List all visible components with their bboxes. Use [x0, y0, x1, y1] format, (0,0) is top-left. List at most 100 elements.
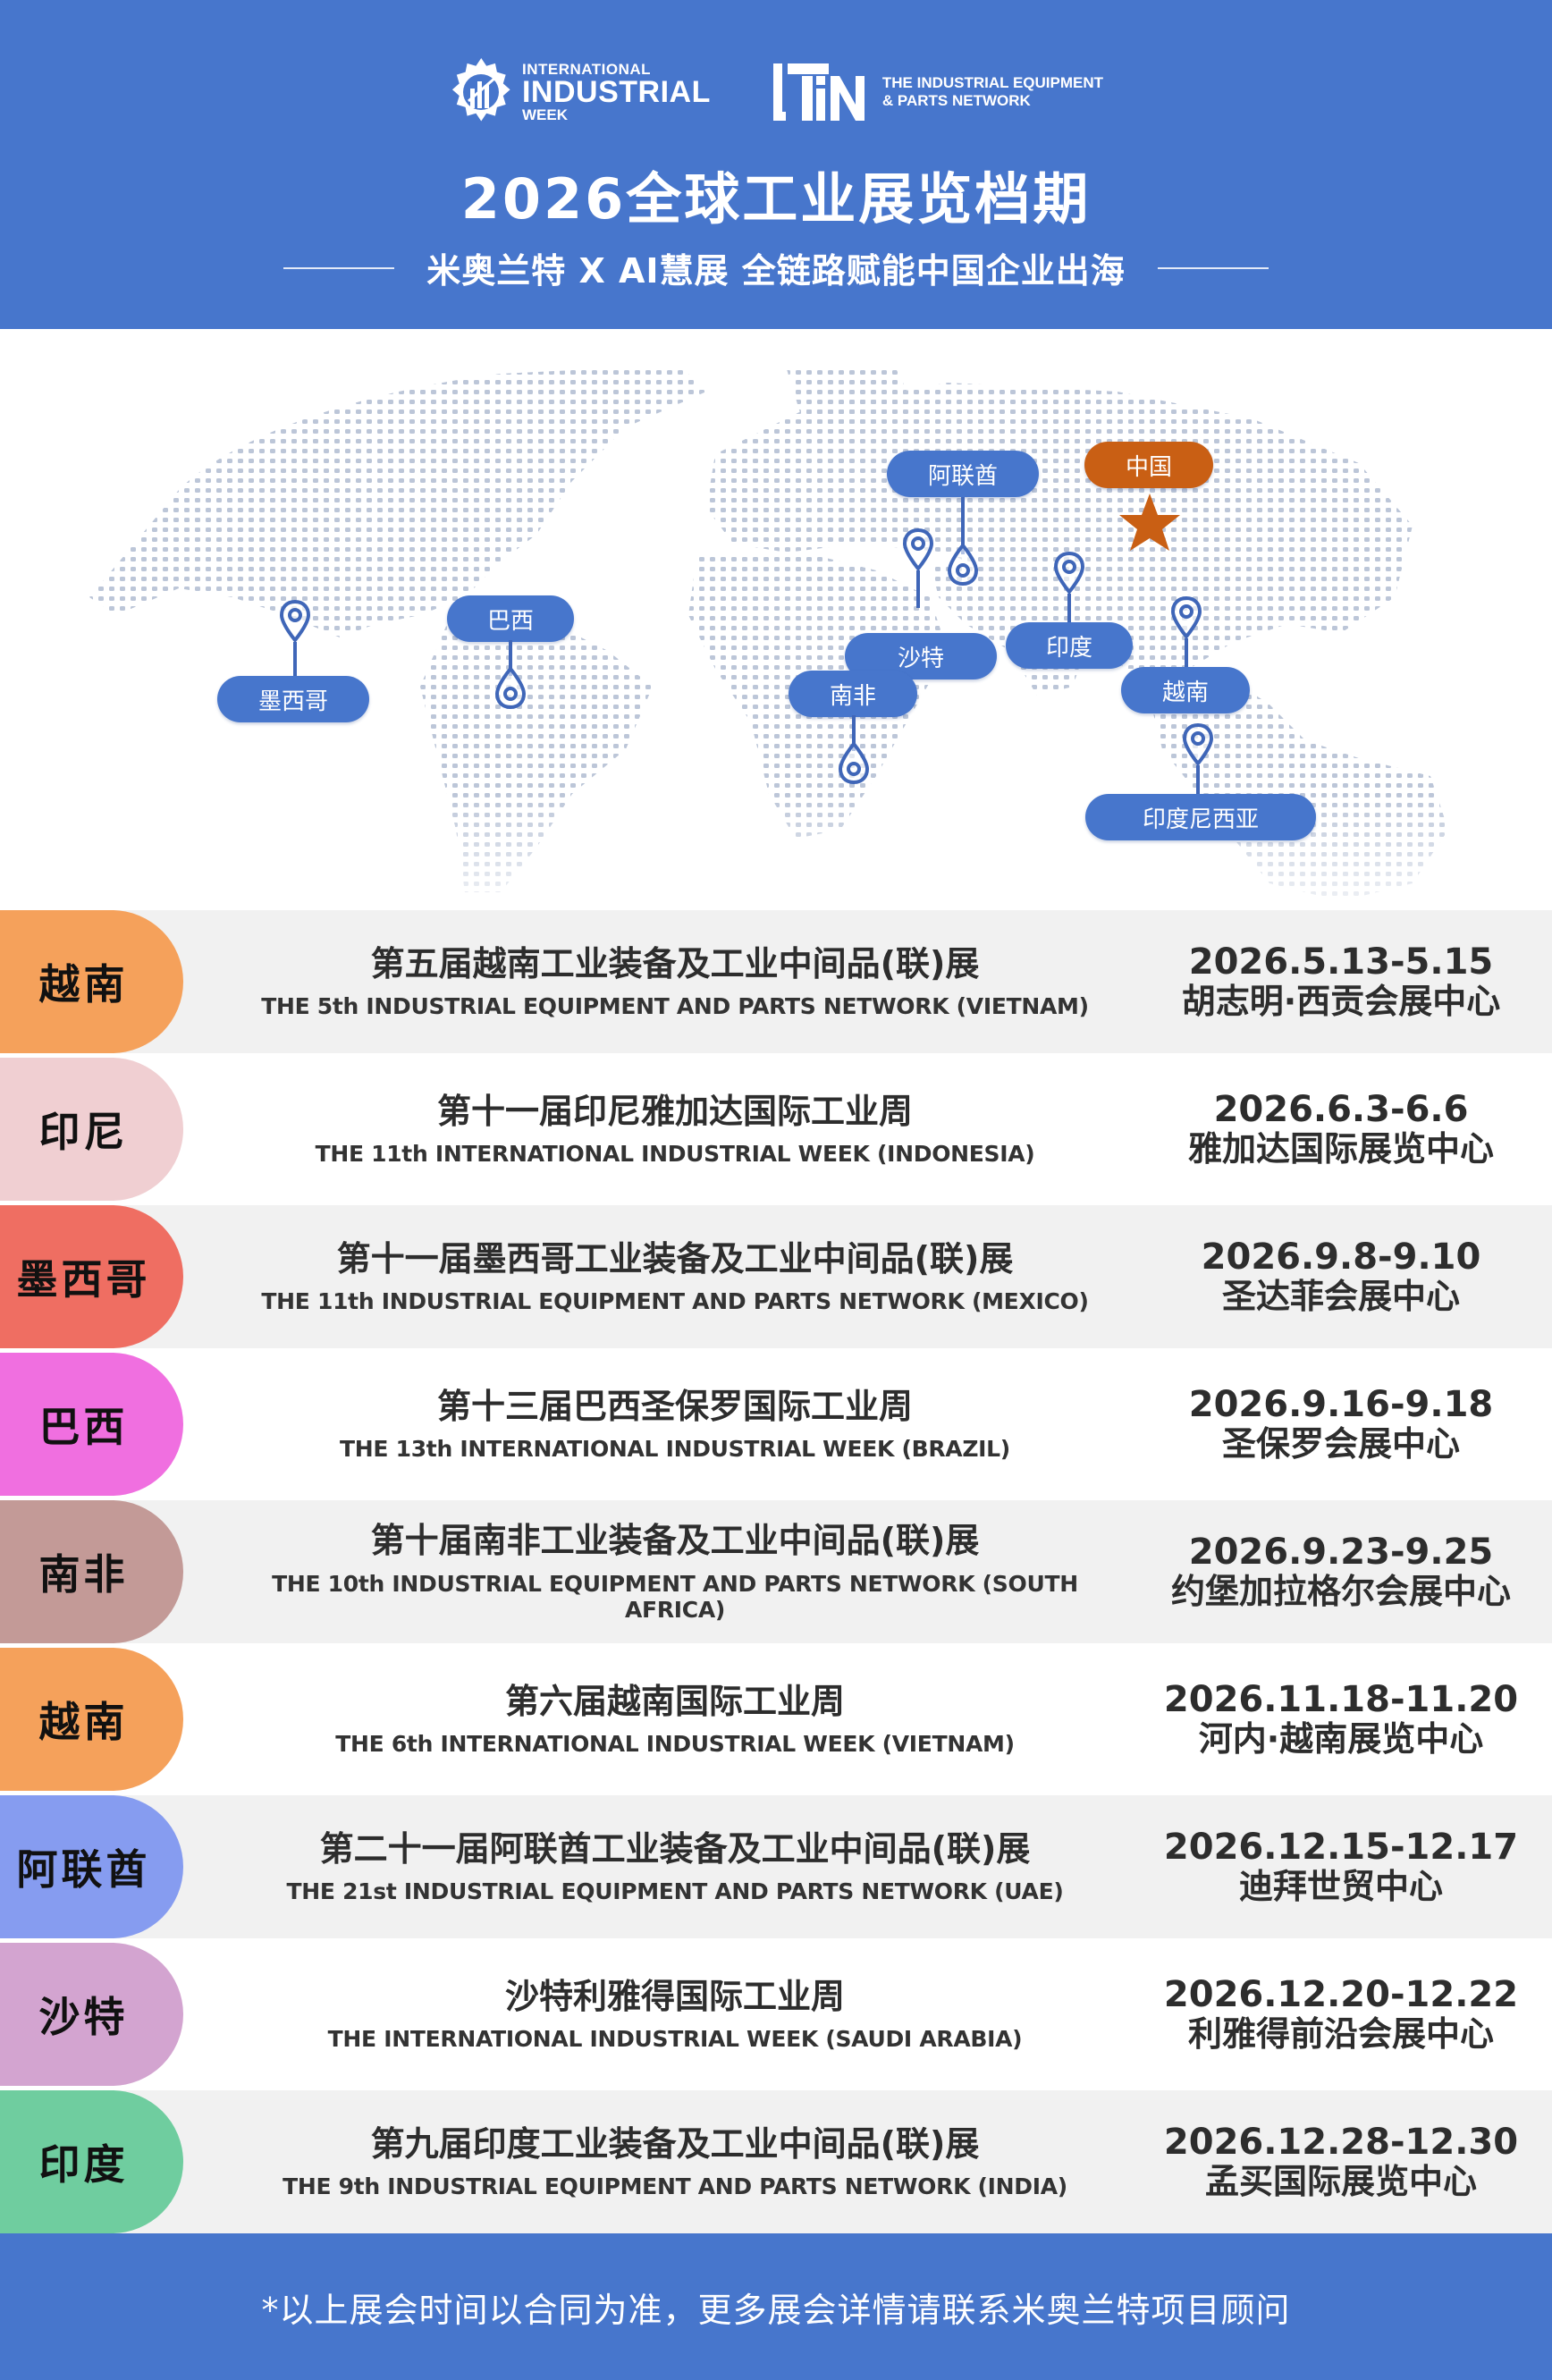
map-label-saudi: 沙特: [845, 633, 997, 679]
event-venue: 约堡加拉格尔会展中心: [1170, 1572, 1511, 1612]
footer-note: *以上展会时间以合同为准，更多展会详情请联系米奥兰特项目顾问: [261, 2290, 1291, 2330]
pin-connector: [509, 640, 512, 676]
event-date: 2026.12.28-12.30: [1163, 2122, 1519, 2164]
country-tab: 阿联酋: [0, 1795, 183, 1938]
subtitle: 米奥兰特 X AI慧展 全链路赋能中国企业出海: [426, 251, 1126, 291]
star-icon: [1119, 494, 1180, 551]
gear-icon: [451, 57, 510, 122]
event-name-en: THE INTERNATIONAL INDUSTRIAL WEEK (SAUDI…: [327, 2026, 1023, 2053]
subtitle-divider-left: [283, 266, 395, 269]
schedule-row: 越南 第五届越南工业装备及工业中间品(联)展 THE 5th INDUSTRIA…: [0, 910, 1552, 1053]
event-venue: 利雅得前沿会展中心: [1187, 2014, 1494, 2055]
event-venue: 河内·越南展览中心: [1198, 1719, 1484, 1760]
location-pin-icon: [902, 527, 934, 572]
location-pin-icon: [1053, 551, 1085, 595]
event-date: 2026.12.20-12.22: [1163, 1974, 1519, 2016]
event-name-en: THE 10th INDUSTRIAL EQUIPMENT AND PARTS …: [272, 1570, 1078, 1623]
event-info: 2026.12.20-12.22 利雅得前沿会展中心: [1135, 1943, 1547, 2086]
event-date: 2026.9.16-9.18: [1188, 1384, 1494, 1426]
event-venue: 圣达菲会展中心: [1221, 1277, 1460, 1317]
schedule-row: 沙特 沙特利雅得国际工业周 THE INTERNATIONAL INDUSTRI…: [0, 1943, 1552, 2086]
event-venue: 雅加达国际展览中心: [1187, 1129, 1494, 1169]
logo-left-line1: INTERNATIONAL: [521, 61, 652, 78]
event-name-zh: 第五届越南工业装备及工业中间品(联)展: [370, 943, 980, 983]
event-name-en: THE 13th INTERNATIONAL INDUSTRIAL WEEK (…: [340, 1436, 1010, 1463]
logo-right-line2: & PARTS NETWORK: [881, 92, 1031, 109]
event-name-en: THE 5th INDUSTRIAL EQUIPMENT AND PARTS N…: [261, 993, 1089, 1020]
industrial-equipment-parts-network-logo: THE INDUSTRIAL EQUIPMENT & PARTS NETWORK: [772, 63, 1104, 121]
event-title: 第十一届印尼雅加达国际工业周 THE 11th INTERNATIONAL IN…: [224, 1058, 1126, 1201]
country-tab: 越南: [0, 1648, 183, 1791]
schedule-row: 巴西 第十三届巴西圣保罗国际工业周 THE 13th INTERNATIONAL…: [0, 1353, 1552, 1496]
location-pin-icon: [279, 599, 311, 644]
schedule-row: 印度 第九届印度工业装备及工业中间品(联)展 THE 9th INDUSTRIA…: [0, 2090, 1552, 2233]
location-pin-icon: [494, 667, 527, 710]
event-name-zh: 第十一届墨西哥工业装备及工业中间品(联)展: [336, 1238, 1014, 1279]
event-venue: 胡志明·西贡会展中心: [1181, 982, 1501, 1022]
event-name-en: THE 11th INTERNATIONAL INDUSTRIAL WEEK (…: [315, 1141, 1035, 1168]
subtitle-divider-right: [1157, 266, 1269, 269]
logo-left-line3: WEEK: [521, 106, 568, 123]
event-title: 第九届印度工业装备及工业中间品(联)展 THE 9th INDUSTRIAL E…: [224, 2090, 1126, 2233]
event-name-en: THE 11th INDUSTRIAL EQUIPMENT AND PARTS …: [261, 1288, 1089, 1315]
map-label-uae: 阿联酋: [887, 451, 1039, 497]
exhibition-schedule: 越南 第五届越南工业装备及工业中间品(联)展 THE 5th INDUSTRIA…: [0, 910, 1552, 2233]
schedule-row: 印尼 第十一届印尼雅加达国际工业周 THE 11th INTERNATIONAL…: [0, 1058, 1552, 1201]
event-date: 2026.11.18-11.20: [1163, 1679, 1519, 1721]
event-venue: 孟买国际展览中心: [1204, 2162, 1477, 2202]
country-tab: 印尼: [0, 1058, 183, 1201]
event-info: 2026.6.3-6.6 雅加达国际展览中心: [1135, 1058, 1547, 1201]
schedule-row: 墨西哥 第十一届墨西哥工业装备及工业中间品(联)展 THE 11th INDUS…: [0, 1205, 1552, 1348]
country-tab: 沙特: [0, 1943, 183, 2086]
event-title: 第十一届墨西哥工业装备及工业中间品(联)展 THE 11th INDUSTRIA…: [224, 1205, 1126, 1348]
event-date: 2026.12.15-12.17: [1163, 1827, 1519, 1869]
event-name-zh: 第十一届印尼雅加达国际工业周: [436, 1091, 913, 1131]
pin-connector: [852, 715, 856, 751]
event-date: 2026.9.8-9.10: [1201, 1236, 1481, 1279]
event-info: 2026.9.8-9.10 圣达菲会展中心: [1135, 1205, 1547, 1348]
map-label-mexico: 墨西哥: [217, 676, 369, 722]
location-pin-icon: [1182, 722, 1214, 767]
header-banner: INTERNATIONAL INDUSTRIAL WEEK THE INDUST…: [0, 0, 1552, 329]
event-date: 2026.9.23-9.25: [1188, 1532, 1494, 1574]
event-title: 第二十一届阿联酋工业装备及工业中间品(联)展 THE 21st INDUSTRI…: [224, 1795, 1126, 1938]
schedule-row: 南非 第十届南非工业装备及工业中间品(联)展 THE 10th INDUSTRI…: [0, 1500, 1552, 1643]
event-venue: 迪拜世贸中心: [1238, 1867, 1443, 1907]
event-title: 第十三届巴西圣保罗国际工业周 THE 13th INTERNATIONAL IN…: [224, 1353, 1126, 1496]
world-map: 墨西哥 巴西 阿联酋 中国 沙特 印度 南非 越南 印度尼西亚: [0, 329, 1552, 910]
map-label-china: 中国: [1084, 442, 1213, 488]
event-info: 2026.12.15-12.17 迪拜世贸中心: [1135, 1795, 1547, 1938]
event-info: 2026.5.13-5.15 胡志明·西贡会展中心: [1135, 910, 1547, 1053]
event-title: 第五届越南工业装备及工业中间品(联)展 THE 5th INDUSTRIAL E…: [224, 910, 1126, 1053]
dotted-world-map-icon: [89, 365, 1448, 901]
map-label-indonesia: 印度尼西亚: [1085, 794, 1316, 840]
subtitle-row: 米奥兰特 X AI慧展 全链路赋能中国企业出海: [0, 243, 1552, 292]
event-venue: 圣保罗会展中心: [1221, 1424, 1460, 1464]
event-name-zh: 第九届印度工业装备及工业中间品(联)展: [370, 2123, 980, 2164]
event-title: 沙特利雅得国际工业周 THE INTERNATIONAL INDUSTRIAL …: [224, 1943, 1126, 2086]
pin-connector: [293, 642, 297, 676]
country-tab: 越南: [0, 910, 183, 1053]
location-pin-icon: [838, 742, 870, 785]
map-label-brazil: 巴西: [447, 595, 574, 642]
event-name-zh: 第六届越南国际工业周: [504, 1681, 845, 1721]
international-industrial-week-logo: INTERNATIONAL INDUSTRIAL WEEK: [449, 56, 711, 128]
schedule-row: 越南 第六届越南国际工业周 THE 6th INTERNATIONAL INDU…: [0, 1648, 1552, 1791]
pin-connector: [961, 497, 965, 554]
event-name-en: THE 21st INDUSTRIAL EQUIPMENT AND PARTS …: [286, 1878, 1064, 1905]
event-name-zh: 第十届南非工业装备及工业中间品(联)展: [370, 1521, 980, 1561]
map-label-south-africa: 南非: [789, 671, 917, 717]
event-name-zh: 第十三届巴西圣保罗国际工业周: [436, 1386, 913, 1426]
schedule-row: 阿联酋 第二十一届阿联酋工业装备及工业中间品(联)展 THE 21st INDU…: [0, 1795, 1552, 1938]
event-date: 2026.5.13-5.15: [1188, 941, 1494, 983]
logo-right-line1: THE INDUSTRIAL EQUIPMENT: [881, 73, 1104, 91]
pin-connector: [1067, 594, 1071, 624]
pin-connector: [1196, 765, 1200, 796]
event-info: 2026.9.16-9.18 圣保罗会展中心: [1135, 1353, 1547, 1496]
footer-banner: *以上展会时间以合同为准，更多展会详情请联系米奥兰特项目顾问: [0, 2233, 1552, 2380]
event-title: 第六届越南国际工业周 THE 6th INTERNATIONAL INDUSTR…: [224, 1648, 1126, 1791]
event-name-zh: 沙特利雅得国际工业周: [504, 1976, 845, 2016]
event-info: 2026.12.28-12.30 孟买国际展览中心: [1135, 2090, 1547, 2233]
map-label-india: 印度: [1006, 622, 1133, 669]
logo-left-line2: INDUSTRIAL: [521, 75, 711, 109]
